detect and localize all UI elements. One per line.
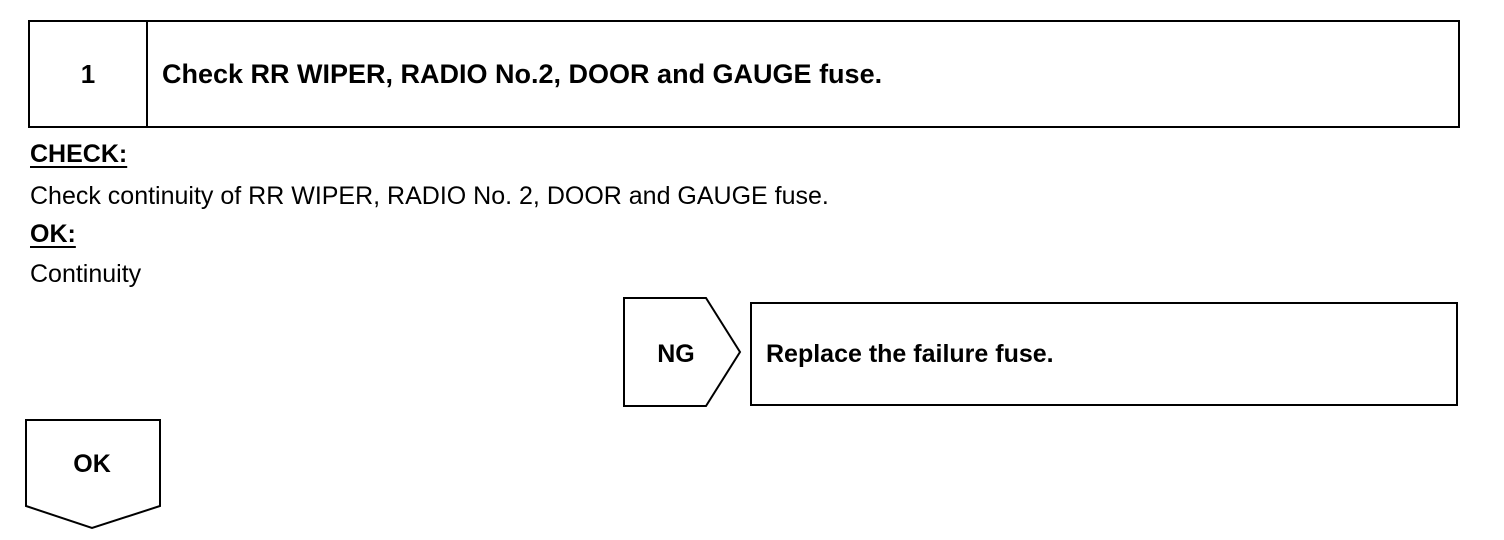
check-text: Check continuity of RR WIPER, RADIO No. … — [30, 182, 829, 210]
check-label: CHECK: — [30, 140, 128, 168]
ok-label: OK — [73, 449, 111, 478]
ng-action-box: Replace the failure fuse. — [750, 302, 1458, 406]
step-title: Check RR WIPER, RADIO No.2, DOOR and GAU… — [162, 58, 883, 89]
ng-label: NG — [657, 339, 695, 368]
step-header: 1 Check RR WIPER, RADIO No.2, DOOR and G… — [28, 20, 1460, 128]
ok-criteria-label: OK: — [30, 220, 76, 248]
step-number: 1 — [30, 22, 148, 126]
ok-criteria-text: Continuity — [30, 260, 142, 288]
ng-action-text: Replace the failure fuse. — [766, 339, 1054, 368]
ok-arrow-shape — [25, 419, 161, 530]
ng-arrow-shape — [623, 297, 742, 407]
